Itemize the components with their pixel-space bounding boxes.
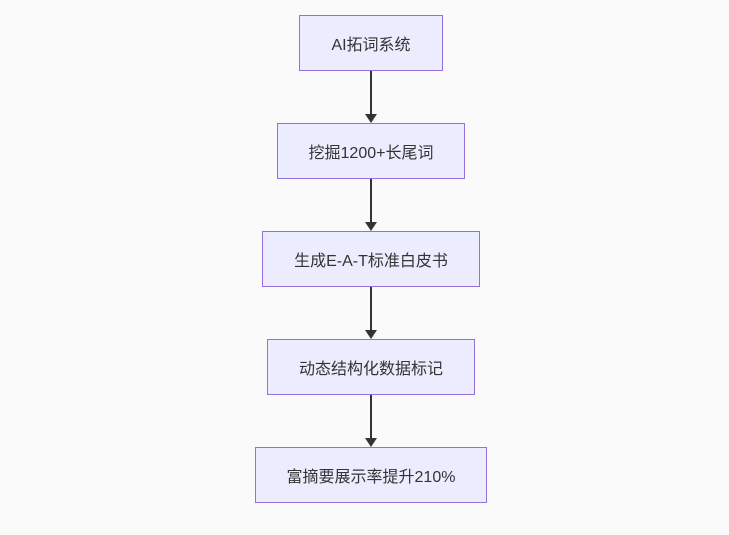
arrow-down-icon	[365, 114, 377, 123]
arrow-line	[370, 395, 372, 439]
flow-node-label: AI拓词系统	[331, 37, 411, 54]
flow-node-label: 挖掘1200+长尾词	[308, 145, 434, 162]
flow-node-rich-snippet-rate-increase: 富摘要展示率提升210%	[254, 447, 488, 503]
flow-node-dynamic-structured-data-markup: 动态结构化数据标记	[266, 339, 475, 395]
arrow-down-icon	[365, 222, 377, 231]
arrow-down-icon	[365, 330, 377, 339]
flow-node-label: 动态结构化数据标记	[298, 361, 443, 378]
arrow-line	[370, 287, 372, 331]
flow-node-generate-eat-whitepaper: 生成E-A-T标准白皮书	[262, 231, 480, 287]
arrow-line	[370, 179, 372, 223]
arrow-connector-4	[365, 395, 377, 447]
arrow-connector-3	[365, 287, 377, 339]
arrow-connector-2	[365, 179, 377, 231]
arrow-connector-1	[365, 71, 377, 123]
flow-node-label: 生成E-A-T标准白皮书	[294, 253, 448, 270]
arrow-line	[370, 71, 372, 115]
flow-node-mine-longtail-keywords: 挖掘1200+长尾词	[276, 123, 466, 179]
flow-node-ai-word-expansion-system: AI拓词系统	[299, 15, 443, 71]
arrow-down-icon	[365, 438, 377, 447]
flow-node-label: 富摘要展示率提升210%	[286, 469, 456, 486]
